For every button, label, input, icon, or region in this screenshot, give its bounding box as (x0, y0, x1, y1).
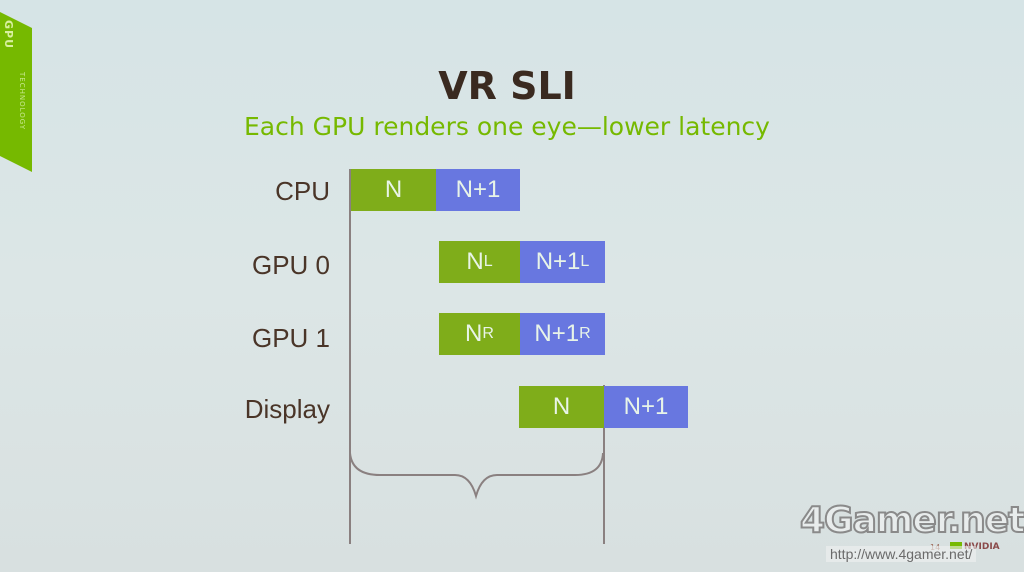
timeline-end-line (603, 385, 605, 544)
row-label-gpu0: GPU 0 (251, 250, 330, 280)
brace-path (349, 452, 604, 500)
row-label-cpu: CPU (275, 176, 330, 206)
gpu-technology-tab: GPU TECHNOLOGY (0, 12, 32, 172)
timeline-start-line (349, 169, 351, 544)
bar-cpu-frame-n1: N+1 (436, 169, 520, 211)
watermark-url: http://www.4gamer.net/ (826, 546, 977, 562)
bar-display-frame-n1: N+1 (604, 386, 688, 428)
slide-title: VR SLI (438, 64, 576, 108)
row-label-display: Display (244, 394, 330, 424)
watermark-logo: 4Gamer.net (799, 499, 1024, 542)
bar-display-frame-n: N (519, 386, 604, 428)
bar-cpu-frame-n: N (351, 169, 436, 211)
side-tab-subtitle: TECHNOLOGY (18, 72, 26, 131)
nvidia-logo: NVIDIA (950, 542, 1000, 552)
slide-subtitle: Each GPU renders one eye—lower latency (244, 112, 770, 141)
side-tab-title: GPU (2, 20, 15, 50)
row-label-gpu1: GPU 1 (251, 323, 330, 353)
